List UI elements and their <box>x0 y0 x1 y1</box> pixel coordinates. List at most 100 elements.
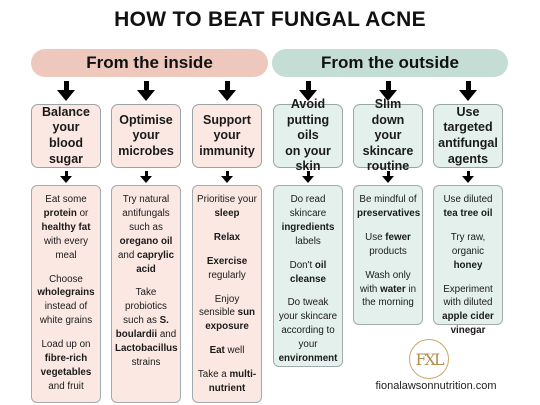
tip-highlight: environment <box>278 353 338 365</box>
tip-text: Use diluted <box>443 194 493 205</box>
tip-highlight: ingredients <box>281 221 335 233</box>
tip-text: Load up on <box>41 339 91 351</box>
tip-item: Enjoy sensible sun exposure <box>196 293 258 335</box>
tip-text: Experiment with diluted <box>443 283 493 309</box>
strategy-header-line: antifungal <box>438 136 498 150</box>
tip-highlight: tea tree oil <box>443 207 493 219</box>
strategy-header-line: your skincare <box>362 128 414 158</box>
tip-text: regularly <box>208 269 246 281</box>
strategy-header-line: putting oils <box>286 112 330 143</box>
tip-item: Take a multi-nutrient <box>196 368 258 396</box>
strategy-header-line: microbes <box>118 143 174 158</box>
tip-highlight: Exercise <box>206 255 248 267</box>
page-title: HOW TO BEAT FUNGAL ACNE <box>114 8 426 31</box>
tip-highlight: Eat <box>209 345 225 357</box>
tip-text: well <box>224 345 245 357</box>
tip-highlight: preservatives <box>357 207 421 219</box>
tip-item: Choose wholegrains instead of white grai… <box>35 273 97 329</box>
tip-highlight: fewer <box>385 231 411 243</box>
tip-item: Experiment with diluted apple cider vine… <box>437 283 499 339</box>
tip-highlight: sleep <box>214 207 240 219</box>
strategy-header-line: on your skin <box>285 143 331 174</box>
tip-text: products <box>369 245 407 257</box>
tip-text: Use <box>365 231 386 243</box>
tip-item: Use diluted tea tree oil <box>437 193 499 221</box>
strategy-header-line: your <box>52 120 80 135</box>
strategy-header-line: immunity <box>199 143 255 158</box>
tip-text: or <box>76 207 89 219</box>
tip-text: Wash only with <box>359 269 411 295</box>
strategy-header-line: blood sugar <box>48 136 84 166</box>
tip-text: Try natural antifungals such as <box>122 194 170 233</box>
tip-item: Do read skincare ingredients labels <box>277 193 339 249</box>
strategy-header-line: Slim down <box>371 96 405 127</box>
tip-item: Do tweak your skincare according to your… <box>277 296 339 366</box>
tip-text: with every meal <box>43 235 89 261</box>
tip-item: Prioritise your sleep <box>196 193 258 221</box>
tip-highlight: wholegrains <box>37 287 95 299</box>
tip-text: strains <box>131 356 161 368</box>
strategy-header-line: your <box>132 128 160 143</box>
tip-highlight: sun exposure <box>205 307 256 333</box>
tip-item: Exercise regularly <box>196 255 258 283</box>
tip-text: Enjoy sensible <box>198 293 240 319</box>
brand-logo: FXL <box>409 339 449 379</box>
tip-highlight: multi-nutrient <box>208 369 257 395</box>
tip-highlight: water <box>380 283 406 295</box>
tip-highlight: apple cider vinegar <box>442 311 494 337</box>
tip-text: Don't <box>289 259 315 271</box>
tip-item: Don't oil cleanse <box>277 259 339 287</box>
tip-text: Take a <box>197 369 230 381</box>
tips-box: Eat some protein or healthy fat with eve… <box>31 185 101 403</box>
tip-highlight: honey <box>453 259 483 271</box>
strategy-header-line: agents <box>447 151 489 166</box>
tip-text: Be mindful of <box>359 194 417 205</box>
strategy-header-line: Optimise <box>119 112 173 127</box>
tip-item: Use fewer products <box>357 231 419 259</box>
tip-highlight: caprylic acid <box>136 249 175 275</box>
tip-highlight: Lactobacillus <box>115 343 178 355</box>
banner-from-the-outside: From the outside <box>272 49 508 77</box>
tip-item: Be mindful of preservatives <box>357 193 421 221</box>
tip-text: instead of white grains <box>39 301 93 327</box>
tip-text: Choose <box>49 273 83 285</box>
tip-text: in the morning <box>362 283 417 309</box>
tip-item: Take probiotics such as S. boulardii and… <box>115 286 178 369</box>
tip-text: Do tweak your skincare according to your <box>278 297 338 351</box>
tip-highlight: oregano oil <box>119 235 173 247</box>
tip-item: Try natural antifungals such as oregano … <box>115 193 177 276</box>
strategy-header-line: routine <box>366 159 410 174</box>
tip-text: Take probiotics such as <box>123 287 167 327</box>
strategy-header-line: Balance <box>42 104 90 119</box>
tips-box: Try natural antifungals such as oregano … <box>111 185 181 403</box>
strategy-header-line: Use targeted <box>443 104 493 135</box>
banner-from-the-inside: From the inside <box>31 49 268 77</box>
strategy-header-line: your <box>213 128 241 143</box>
tip-text: and fruit <box>48 380 84 392</box>
tip-highlight: healthy fat <box>41 221 91 233</box>
tip-item: Try raw, organic honey <box>437 231 499 273</box>
tip-text: Eat some <box>45 194 87 205</box>
tip-highlight: protein <box>43 207 77 219</box>
strategy-header-line: Support <box>203 112 251 127</box>
tip-highlight: oil cleanse <box>290 259 327 285</box>
tip-highlight: S. boulardii <box>115 315 169 341</box>
tip-item: Eat some protein or healthy fat with eve… <box>35 193 97 263</box>
tip-text: and <box>157 329 177 341</box>
tip-text: Prioritise your <box>197 194 257 205</box>
tip-text: Try raw, organic <box>450 231 486 257</box>
tip-text: and <box>117 249 138 261</box>
website-url: fionalawsonnutrition.com <box>375 380 497 392</box>
tip-text: labels <box>295 235 321 247</box>
tip-highlight: fibre-rich vegetables <box>40 353 92 378</box>
tip-item: Wash only with water in the morning <box>357 269 419 311</box>
